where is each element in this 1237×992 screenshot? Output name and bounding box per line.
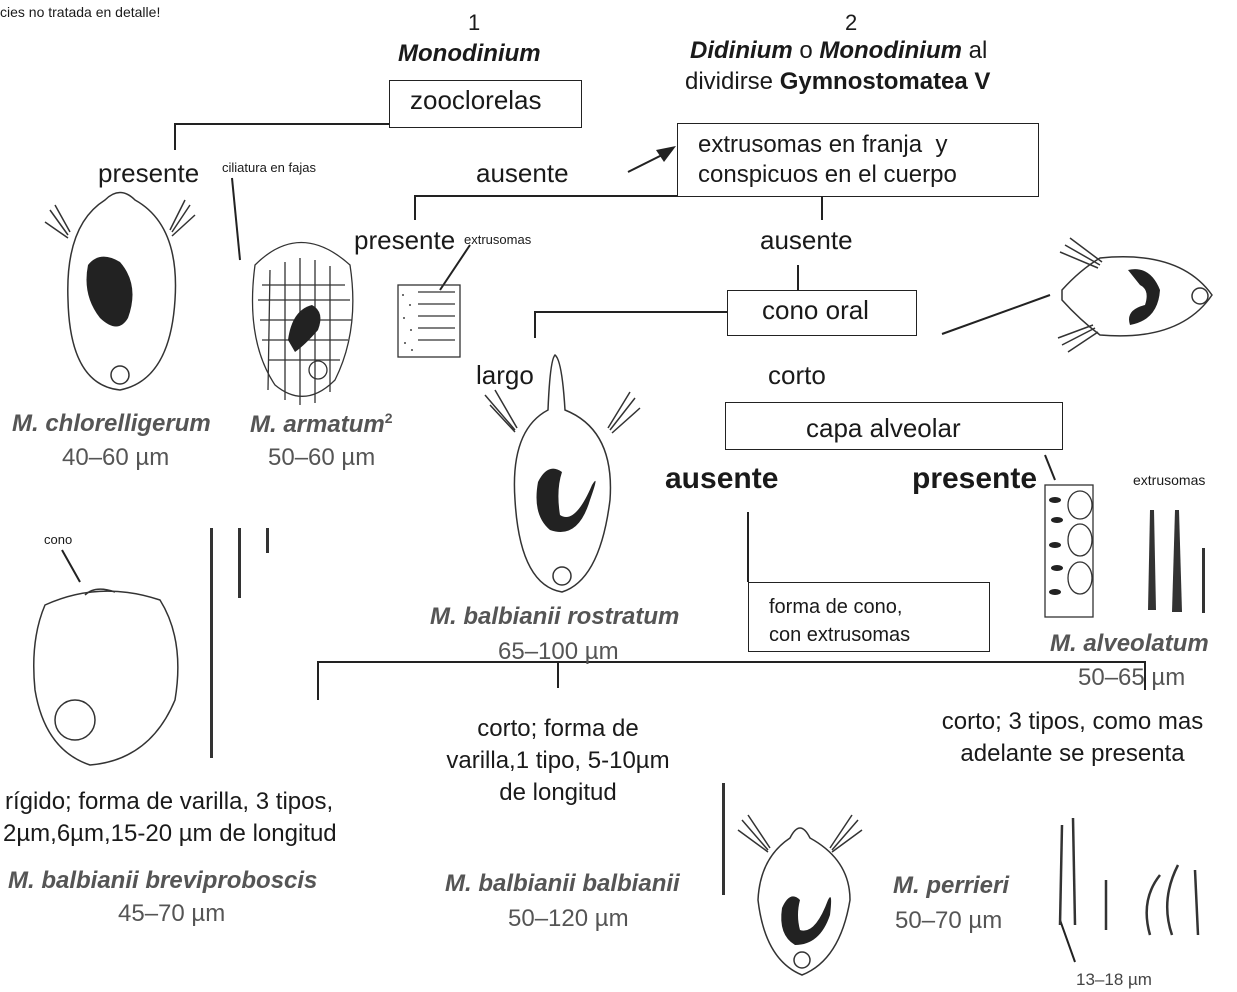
species-name-rostratum: M. balbianii rostratum [430, 603, 679, 631]
arrowhead [656, 146, 676, 162]
column-1-genus: Monodinium [398, 40, 541, 68]
species-name-perrieri: M. perrieri [893, 872, 1009, 900]
species-size-chlorelligerum: 40–60 µm [62, 444, 169, 472]
leader-13-18 [1060, 920, 1075, 962]
organism-right-top [1058, 238, 1212, 352]
leader-ciliatura [232, 178, 240, 260]
connector-cono-largo [535, 312, 727, 338]
species-size-balbianii: 50–120 µm [508, 905, 629, 933]
branch-largo: largo [476, 360, 534, 391]
annotation-extrusomas-2: extrusomas [1133, 472, 1205, 488]
column-2-name-a: Didinium [690, 37, 793, 64]
description-corto-3tipos-line-2: adelante se presenta [920, 738, 1225, 770]
connector-zooclorelas-presente [175, 124, 390, 150]
key-extrusomas-line-2: conspicuos en el cuerpo [698, 160, 1038, 190]
perrieri-extrusomas [1060, 818, 1198, 935]
branch-presente-zooclorelas: presente [98, 158, 199, 189]
extrusomas-drawing-1 [398, 285, 460, 357]
branch-presente-extrusomas: presente [354, 225, 455, 256]
key-box-capa-alveolar: capa alveolar [725, 402, 1063, 450]
key-forma-cono-line-2: con extrusomas [769, 621, 989, 649]
species-size-alveolatum: 50–65 µm [1078, 664, 1185, 692]
description-corto-varilla-line-2: varilla,1 tipo, 5-10µm [430, 745, 686, 777]
connector-cono-drawing [942, 295, 1050, 334]
annotation-ciliatura: ciliatura en fajas [222, 160, 316, 175]
annotation-cono: cono [44, 532, 72, 547]
extrusomas-dots [402, 294, 413, 351]
column-1-number: 1 [468, 10, 480, 36]
top-note: cies no tratada en detalle! [0, 4, 160, 20]
key-extrusomas-line-1: extrusomas en franja y [698, 130, 1038, 160]
branch-ausente-zooclorelas: ausente [476, 158, 569, 189]
branch-corto: corto [768, 360, 826, 391]
column-2-name-b: Monodinium [819, 37, 962, 64]
branch-ausente-alveolar: ausente [665, 462, 778, 496]
branch-presente-alveolar: presente [912, 462, 1037, 496]
extrusomas-drawing-2 [1148, 510, 1205, 613]
description-corto-varilla-line-3: de longitud [430, 777, 686, 809]
connector-bottom-bracket [318, 662, 1145, 700]
column-2-suffix: al [962, 37, 987, 64]
organism-breviproboscis [34, 589, 178, 765]
species-size-breviproboscis: 45–70 µm [118, 900, 225, 928]
column-2-line-2: dividirse Gymnostomatea V [685, 68, 990, 96]
column-2-line-1: Didinium o Monodinium al [690, 37, 987, 65]
species-name-armatum: M. armatum2 [250, 410, 393, 439]
description-corto-3tipos-line-1: corto; 3 tipos, como mas [920, 706, 1225, 738]
species-size-perrieri: 50–70 µm [895, 907, 1002, 935]
key-forma-cono-line-1: forma de cono, [769, 593, 989, 621]
column-2-number: 2 [845, 10, 857, 36]
species-name-chlorelligerum: M. chlorelligerum [12, 410, 211, 438]
alveolar-drawing [1045, 485, 1093, 617]
column-2-line-2-bold: Gymnostomatea V [780, 68, 991, 95]
annotation-length-13-18: 13–18 µm [1076, 970, 1152, 990]
species-name-balbianii: M. balbianii balbianii [445, 870, 680, 898]
alveolar-inclusions [1049, 497, 1063, 595]
organism-balbianii [738, 815, 862, 975]
species-name-breviproboscis: M. balbianii breviproboscis [8, 867, 317, 895]
species-name-armatum-text: M. armatum [250, 411, 385, 438]
connector-extrusomas-presente [415, 196, 822, 220]
breviproboscis-extrusomas [210, 528, 269, 758]
description-rigido-line-2: 2µm,6µm,15-20 µm de longitud [3, 820, 337, 848]
balbianii-extrusome [722, 783, 725, 895]
branch-ausente-extrusomas: ausente [760, 225, 853, 256]
description-rigido-line-1: rígido; forma de varilla, 3 tipos, [5, 788, 333, 816]
species-size-rostratum: 65–100 µm [498, 638, 619, 666]
key-box-forma-cono: forma de cono,con extrusomas [748, 582, 990, 652]
leader-cono [62, 550, 80, 582]
column-2-connector: o [793, 37, 820, 64]
description-corto-varilla-line-1: corto; forma de [430, 713, 686, 745]
connector-presente-alveolar [1045, 455, 1055, 480]
species-armatum-sup: 2 [385, 410, 393, 426]
key-box-zooclorelas: zooclorelas [389, 80, 582, 128]
species-size-armatum: 50–60 µm [268, 444, 375, 472]
annotation-extrusomas-1: extrusomas [464, 232, 531, 247]
species-name-alveolatum: M. alveolatum [1050, 630, 1209, 658]
column-2-line-2-pre: dividirse [685, 68, 780, 95]
key-box-cono-oral: cono oral [727, 290, 917, 336]
